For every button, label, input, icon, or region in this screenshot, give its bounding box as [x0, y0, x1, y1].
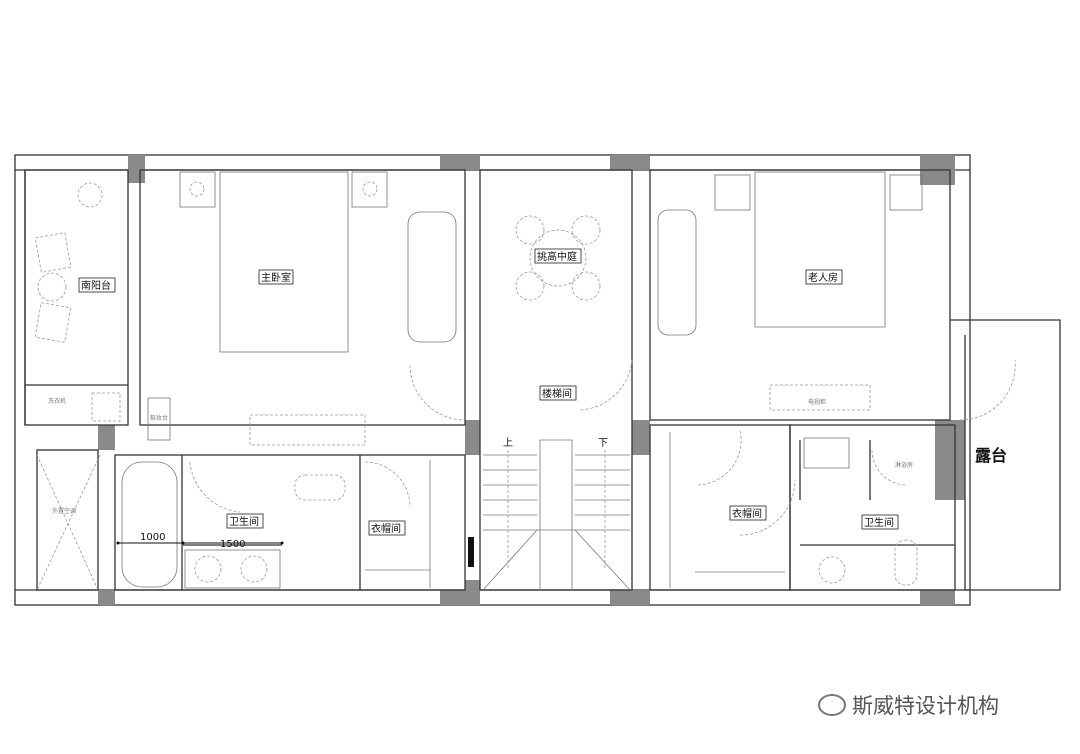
- label-master-bedroom: 主卧室: [261, 271, 291, 284]
- atrium-table: [529, 229, 587, 287]
- label-dressing-table: 梳妆台: [150, 414, 168, 422]
- label-second-bathroom: 卫生间: [864, 516, 894, 529]
- label-tv-cabinet: 电视柜: [808, 398, 826, 406]
- nightstand: [351, 171, 388, 208]
- fixture-labels: 洗衣机 梳妆台 外置空调 电视柜 淋浴房: [48, 397, 913, 515]
- bathtub: [121, 461, 178, 588]
- label-atrium: 挑高中庭: [537, 250, 577, 263]
- label-master-closet: 衣帽间: [371, 522, 401, 535]
- watermark-text: 斯威特设计机构: [852, 694, 999, 718]
- label-washing-machine: 洗衣机: [48, 397, 66, 405]
- label-shower: 淋浴房: [895, 461, 913, 469]
- wardrobe-sofa: [407, 211, 457, 343]
- label-terrace: 露台: [975, 446, 1007, 465]
- stairs-down-label: 下: [598, 438, 608, 449]
- dimension-lines: 1000 1500: [116, 532, 284, 550]
- label-stairwell: 楼梯间: [542, 387, 572, 400]
- closet-rods: [365, 432, 785, 588]
- label-elderly-room: 老人房: [808, 271, 838, 284]
- label-south-balcony: 南阳台: [81, 279, 111, 292]
- label-second-closet: 衣帽间: [732, 507, 762, 520]
- wechat-icon: [818, 694, 846, 716]
- stairs-up-label: 上: [503, 437, 513, 449]
- label-outdoor-ac: 外置空调: [52, 507, 76, 515]
- interior-walls: [24, 169, 1061, 591]
- dim-tub: 1000: [140, 532, 165, 543]
- dim-vanity: 1500: [220, 539, 245, 550]
- pillars: [98, 155, 965, 605]
- label-master-bathroom: 卫生间: [229, 515, 259, 528]
- furniture: [34, 171, 923, 591]
- nightstand: [179, 171, 216, 208]
- watermark: 斯威特设计机构: [818, 690, 999, 720]
- room-labels: 南阳台 主卧室 挑高中庭 楼梯间 老人房 卫生间 衣帽间 衣帽间 卫生间 露台: [78, 248, 1007, 536]
- doors: [189, 359, 1016, 536]
- staircase[interactable]: 上 下: [468, 437, 631, 591]
- master-bed: [219, 171, 349, 353]
- elderly-bed: [754, 171, 886, 328]
